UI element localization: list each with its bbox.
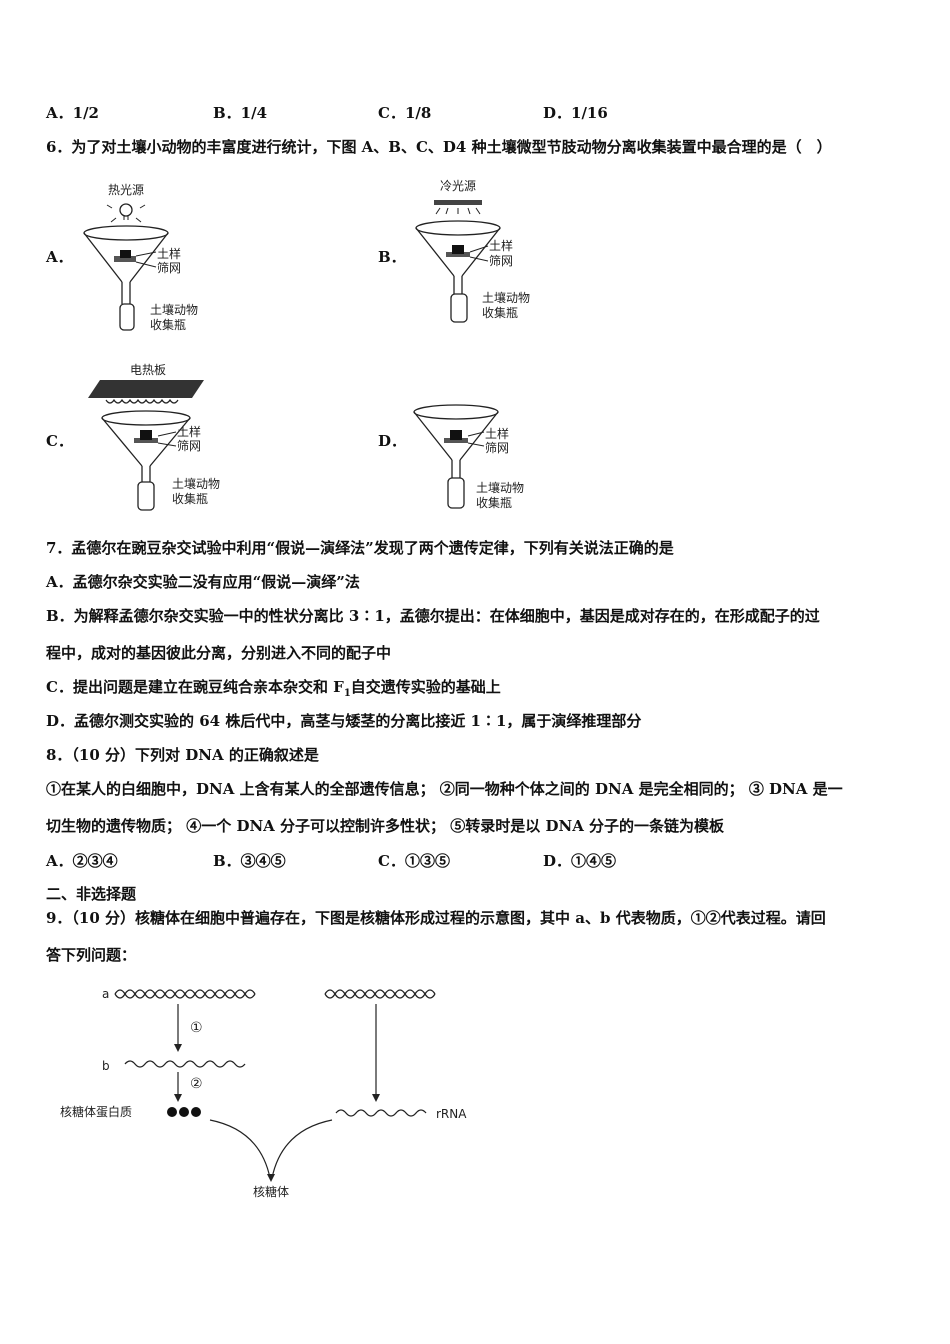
q7-option-a: A．孟德尔杂交实验二没有应用“假说—演绎”法 [46, 573, 360, 591]
q6-letter-a: A． [46, 248, 73, 266]
heater-plate-icon [88, 380, 204, 404]
q7-option-b-line2: 程中，成对的基因彼此分离，分别进入不同的配子中 [46, 644, 392, 662]
bottle-label: 收集瓶 [476, 495, 512, 510]
funnel-icon [415, 220, 501, 294]
animals-label: 土壤动物 [172, 476, 220, 491]
sieve-icon [444, 438, 468, 443]
cold-light-icon [434, 200, 482, 215]
sieve-icon [134, 438, 158, 443]
soil-label: 土样 [489, 238, 513, 253]
q5-option-b: B．1/4 [213, 104, 268, 122]
q5-option-a: A．1/2 [46, 104, 99, 122]
cold-light-label: 冷光源 [440, 179, 476, 193]
section-heading: 二、非选择题 [46, 885, 137, 903]
soil-sample-icon [120, 250, 131, 258]
step1-label: ① [190, 1020, 203, 1036]
animals-label: 土壤动物 [476, 480, 524, 495]
q7-option-c-text: C．提出问题是建立在豌豆纯合亲本杂交和 F [46, 678, 344, 696]
sieve-icon [446, 252, 470, 257]
q7-stem: 7．孟德尔在豌豆杂交试验中利用“假说—演绎法”发现了两个遗传定律，下列有关说法正… [46, 539, 674, 557]
q7-option-d: D．孟德尔测交实验的 64 株后代中，高茎与矮茎的分离比接近 1∶1，属于演绎推… [46, 712, 642, 730]
sieve-icon [114, 256, 136, 262]
ribosome-label: 核糖体 [253, 1184, 289, 1199]
soil-sample-icon [450, 430, 462, 440]
curve-protein [209, 1119, 271, 1179]
q7-option-c-tail: 自交遗传实验的基础上 [350, 678, 501, 696]
q9-ribosome-diagram: a ① b ② 核糖体蛋白质 rRNA 核糖体 [60, 987, 467, 1199]
funnel-icon [101, 410, 191, 482]
sieve-label: 筛网 [489, 253, 513, 268]
q7-option-b-line1: B．为解释孟德尔杂交实验一中的性状分离比 3∶1，孟德尔提出：在体细胞中，基因是… [46, 607, 820, 625]
bulb-icon [106, 203, 146, 223]
soil-sample-icon [140, 430, 152, 440]
q8-option-c: C．①③⑤ [378, 852, 450, 870]
protein-label: 核糖体蛋白质 [60, 1104, 132, 1119]
bottle-icon [450, 293, 468, 323]
bottle-label: 收集瓶 [482, 305, 518, 320]
funnel-icon [83, 225, 169, 304]
soil-label: 土样 [177, 424, 201, 439]
bottle-icon [119, 303, 135, 331]
heater-label: 电热板 [130, 363, 166, 377]
q8-option-d: D．①④⑤ [543, 852, 617, 870]
q8-line2: 切生物的遗传物质； ④一个 DNA 分子可以控制许多性状； ⑤转录时是以 DNA… [46, 817, 725, 835]
q6-figure-b: 冷光源 土样 筛网 土壤动物 收集瓶 [415, 179, 530, 323]
q9-line1: 9．（10 分）核糖体在细胞中普遍存在，下图是核糖体形成过程的示意图，其中 a、… [46, 909, 826, 927]
bottle-label: 收集瓶 [172, 491, 208, 506]
label-a: a [102, 987, 109, 1001]
protein-dot-3 [191, 1107, 201, 1117]
q8-line1: ①在某人的白细胞中，DNA 上含有某人的全部遗传信息； ②同一物种个体之间的 D… [46, 780, 843, 798]
arrow-step2 [174, 1072, 182, 1102]
bottle-icon [447, 477, 465, 509]
rrna-label: rRNA [436, 1107, 467, 1121]
protein-dot-2 [179, 1107, 189, 1117]
q6-stem: 6．为了对土壤小动物的丰富度进行统计，下图 A、B、C、D4 种土壤微型节肢动物… [46, 138, 832, 156]
curve-rrna [271, 1119, 333, 1179]
q6-figure-a: 热光源 土样 筛网 土壤动物 收集瓶 [83, 183, 198, 332]
q6-letter-d: D． [378, 432, 407, 450]
animals-label: 土壤动物 [150, 302, 198, 317]
animals-label: 土壤动物 [482, 290, 530, 305]
soil-sample-icon [452, 245, 464, 254]
bottle-label: 收集瓶 [150, 317, 186, 332]
step2-label: ② [190, 1076, 203, 1092]
q6-figure-d: 土样 筛网 土壤动物 收集瓶 [413, 404, 524, 510]
q8-stem: 8．（10 分）下列对 DNA 的正确叙述是 [46, 746, 319, 764]
q6-figure-c: 电热板 土样 筛网 土壤动物 收集瓶 [88, 363, 220, 511]
label-b: b [102, 1059, 110, 1073]
q8-option-a: A．②③④ [46, 852, 118, 870]
sieve-label: 筛网 [177, 438, 201, 453]
rrna-wave [335, 1109, 427, 1117]
q9-line2: 答下列问题： [46, 946, 137, 964]
soil-label: 土样 [157, 246, 181, 261]
mrna-wave [124, 1060, 246, 1068]
sieve-label: 筛网 [485, 440, 509, 455]
sieve-label: 筛网 [157, 260, 181, 275]
q5-option-c: C．1/8 [378, 104, 432, 122]
q6-letter-c: C． [46, 432, 73, 450]
funnel-icon [413, 404, 499, 478]
q7-option-c-sub: 1 [343, 688, 351, 699]
soil-label: 土样 [485, 426, 509, 441]
q5-option-d: D．1/16 [543, 104, 608, 122]
dna-helix-right [324, 989, 436, 999]
q8-option-b: B．③④⑤ [213, 852, 286, 870]
q7-option-c: C．提出问题是建立在豌豆纯合亲本杂交和 F1自交遗传实验的基础上 [46, 677, 501, 704]
arrow-step1 [174, 1004, 182, 1052]
arrow-to-rrna [372, 1004, 380, 1102]
protein-dot-1 [167, 1107, 177, 1117]
heat-light-label: 热光源 [108, 183, 144, 197]
bottle-icon [137, 481, 155, 511]
q6-letter-b: B． [378, 248, 406, 266]
